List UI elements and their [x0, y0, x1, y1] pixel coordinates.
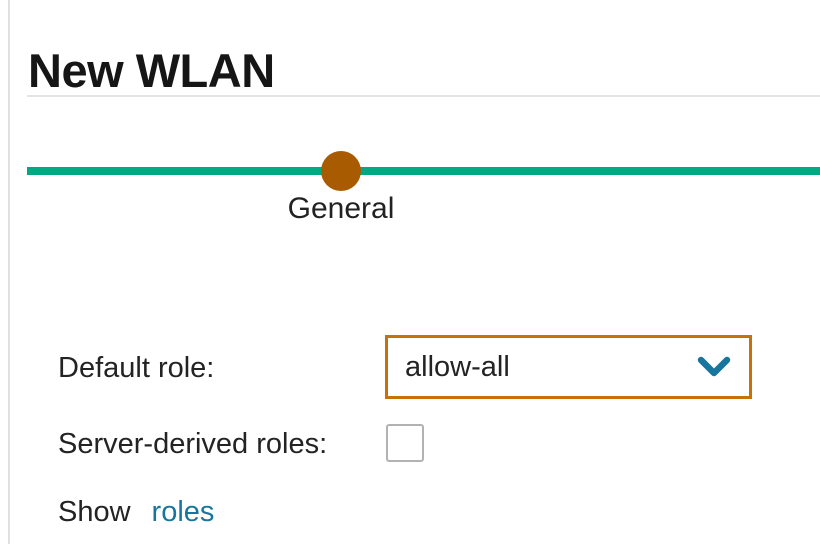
panel-left-divider: [8, 0, 10, 544]
server-derived-roles-checkbox[interactable]: [386, 424, 424, 462]
server-derived-roles-label: Server-derived roles:: [58, 428, 328, 460]
stepper-step-general-label[interactable]: General: [287, 192, 395, 225]
chevron-down-icon: [697, 356, 731, 377]
default-role-select[interactable]: allow-all: [385, 335, 752, 399]
default-role-selected-value: allow-all: [405, 350, 510, 383]
stepper-track: [27, 167, 820, 175]
page-title: New WLAN: [28, 44, 275, 98]
show-label: Show: [58, 496, 131, 528]
stepper-step-general-marker[interactable]: [321, 151, 361, 191]
title-divider: [27, 95, 820, 97]
show-roles-row: Show roles: [58, 496, 214, 529]
default-role-label: Default role:: [58, 352, 215, 384]
roles-link[interactable]: roles: [151, 496, 215, 528]
